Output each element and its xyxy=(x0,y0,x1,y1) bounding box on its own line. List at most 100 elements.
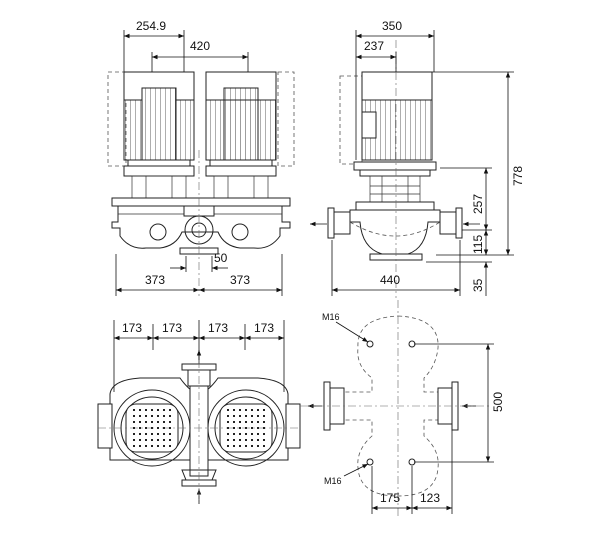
fan-hole xyxy=(227,433,229,435)
fan-grid-right xyxy=(227,409,265,447)
fan-hole xyxy=(227,439,229,441)
fan-hole xyxy=(263,409,265,411)
dim-257: 257 xyxy=(471,194,485,214)
fan-hole xyxy=(133,439,135,441)
fan-hole xyxy=(263,421,265,423)
front-view: 254.9 420 373 373 50 xyxy=(107,19,295,296)
fan-hole xyxy=(263,415,265,417)
fan-hole xyxy=(163,427,165,429)
fan-hole xyxy=(227,427,229,429)
dim-35: 35 xyxy=(471,278,485,292)
fan-hole xyxy=(251,445,253,447)
fan-hole xyxy=(233,427,235,429)
dim-373-left: 373 xyxy=(145,273,165,287)
bolt-label-lower: M16 xyxy=(324,476,342,486)
fan-hole xyxy=(151,409,153,411)
fan-hole xyxy=(251,433,253,435)
fan-hole xyxy=(163,409,165,411)
motor-side xyxy=(353,71,437,177)
fan-hole xyxy=(163,415,165,417)
fan-hole xyxy=(239,415,241,417)
fan-hole xyxy=(157,433,159,435)
fan-hole xyxy=(263,439,265,441)
fan-hole xyxy=(233,445,235,447)
fan-hole xyxy=(263,427,265,429)
fan-hole xyxy=(257,439,259,441)
fan-hole xyxy=(139,433,141,435)
fan-hole xyxy=(139,427,141,429)
pump-housing-side xyxy=(327,40,463,298)
fan-hole xyxy=(245,415,247,417)
fan-hole xyxy=(151,445,153,447)
fan-hole xyxy=(251,409,253,411)
lanterns-front xyxy=(111,175,291,207)
fan-hole xyxy=(239,439,241,441)
fan-hole xyxy=(169,415,171,417)
fan-hole xyxy=(157,439,159,441)
fan-hole xyxy=(251,427,253,429)
fan-hole xyxy=(157,421,159,423)
fan-hole xyxy=(133,409,135,411)
fan-hole xyxy=(151,415,153,417)
fan-hole xyxy=(151,439,153,441)
dim-350: 350 xyxy=(382,19,402,33)
pump-housing-front xyxy=(111,150,291,296)
fan-hole xyxy=(239,433,241,435)
fan-hole xyxy=(227,415,229,417)
dim-173-4: 173 xyxy=(254,321,274,335)
motor-envelope-left xyxy=(107,71,127,167)
fan-hole xyxy=(257,409,259,411)
side-view: 350 237 440 778 257 115 35 xyxy=(310,19,525,298)
fan-hole xyxy=(157,427,159,429)
fan-hole xyxy=(239,445,241,447)
fan-hole xyxy=(227,409,229,411)
fan-hole xyxy=(245,439,247,441)
motor-envelope-side xyxy=(339,75,363,165)
lantern-side xyxy=(355,175,435,211)
fan-hole xyxy=(263,433,265,435)
fan-hole xyxy=(133,421,135,423)
dim-254-9: 254.9 xyxy=(136,19,166,33)
fan-hole xyxy=(163,439,165,441)
fan-hole xyxy=(251,421,253,423)
fan-hole xyxy=(169,433,171,435)
fan-hole xyxy=(145,421,147,423)
motor-envelope-right xyxy=(277,71,295,167)
dim-778: 778 xyxy=(511,166,525,186)
fan-hole xyxy=(169,421,171,423)
dim-440: 440 xyxy=(380,273,400,287)
fan-hole xyxy=(233,415,235,417)
fan-hole xyxy=(157,409,159,411)
fan-hole xyxy=(257,445,259,447)
fan-hole xyxy=(133,433,135,435)
fan-hole xyxy=(227,421,229,423)
fan-hole xyxy=(257,415,259,417)
fan-hole xyxy=(145,433,147,435)
fan-hole xyxy=(163,433,165,435)
dim-115: 115 xyxy=(471,235,485,254)
fan-hole xyxy=(257,433,259,435)
fan-hole xyxy=(169,409,171,411)
fan-hole xyxy=(145,427,147,429)
motor-left xyxy=(123,71,195,177)
fan-hole xyxy=(245,427,247,429)
footprint-view xyxy=(300,300,494,516)
fan-hole xyxy=(139,409,141,411)
dim-50: 50 xyxy=(214,251,228,265)
fan-hole xyxy=(233,421,235,423)
bolt-label-upper: M16 xyxy=(322,312,340,322)
fan-hole xyxy=(157,415,159,417)
top-view: 173 173 173 173 xyxy=(97,320,301,504)
dim-175: 175 xyxy=(380,491,400,505)
fan-hole xyxy=(139,421,141,423)
dim-420: 420 xyxy=(190,39,210,53)
fan-hole xyxy=(233,433,235,435)
fan-hole xyxy=(169,427,171,429)
fan-hole xyxy=(169,439,171,441)
dim-500: 500 xyxy=(491,392,505,412)
fan-hole xyxy=(145,439,147,441)
fan-hole xyxy=(239,427,241,429)
motor-right xyxy=(205,71,277,177)
fan-hole xyxy=(133,445,135,447)
fan-grid-left xyxy=(133,409,171,447)
